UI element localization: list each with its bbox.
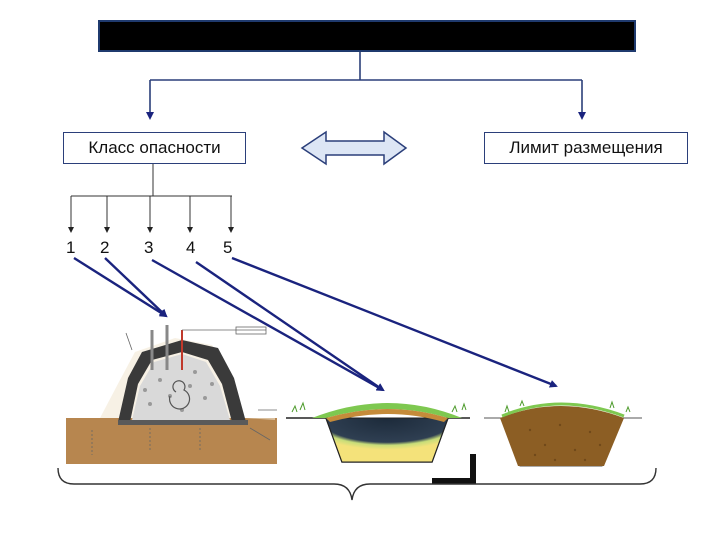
class-1-label: 1 (66, 238, 76, 257)
placement-limit-box: Лимит размещения (484, 132, 688, 164)
class-4-label: 4 (186, 238, 196, 257)
soil-pit-illustration (484, 399, 642, 467)
class-to-landfill-arrows (73, 256, 558, 392)
title-bar (98, 20, 636, 52)
hazard-class-box: Класс опасности (63, 132, 246, 164)
class-2-label: 2 (100, 238, 110, 257)
double-arrow-icon (300, 130, 408, 166)
grouping-brace (57, 467, 657, 501)
top-branch-connector (146, 52, 586, 120)
class-3-label: 3 (144, 238, 154, 257)
lined-pit-illustration (286, 401, 476, 484)
class-5-label: 5 (223, 238, 233, 257)
class-branch-connector (68, 164, 234, 233)
engineered-landfill-illustration (66, 325, 277, 464)
